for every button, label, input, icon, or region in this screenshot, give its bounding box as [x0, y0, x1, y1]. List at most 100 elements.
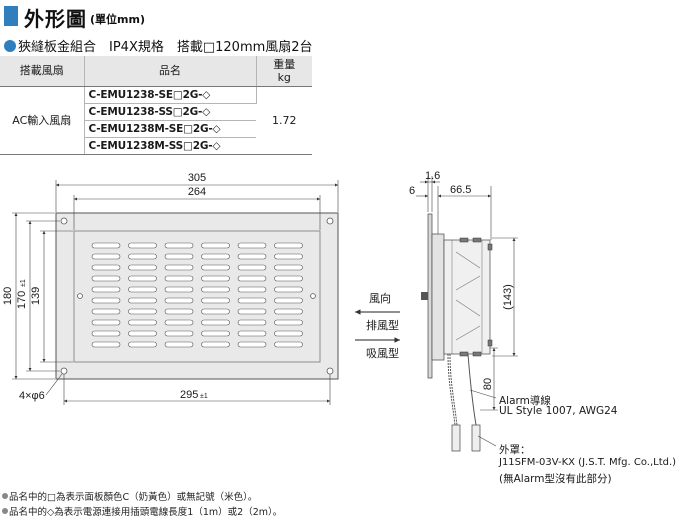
vent-slot — [201, 319, 230, 326]
vent-slot — [128, 341, 157, 348]
vent-slot — [128, 264, 157, 271]
dim-170: 170 — [16, 291, 28, 309]
vent-slot — [164, 319, 194, 326]
vent-slot — [91, 253, 121, 260]
vent-slot — [164, 253, 194, 260]
table-header-row: 搭載風扇 品名 重量 kg — [0, 56, 312, 87]
vent-slot — [91, 264, 121, 271]
subtitle-text: 狹縫板金組合 IP4X規格 搭載□120mm風扇2台 — [18, 40, 313, 55]
vent-slot — [128, 308, 157, 315]
vent-slot — [201, 242, 230, 249]
vent-slot — [201, 286, 230, 293]
vent-slot — [201, 264, 230, 271]
vent-slots — [91, 242, 303, 348]
vent-slot — [274, 264, 303, 271]
vent-slot — [237, 264, 267, 271]
airflow-exhaust: 排風型 — [366, 318, 399, 332]
vent-slot — [237, 242, 267, 249]
vent-slot — [164, 242, 194, 249]
note-text: 品名中的◇為表示電源連接用插頭電線長度1（1m）或2（2m）。 — [9, 507, 283, 518]
dim-295: 295 — [180, 389, 198, 401]
vent-slot — [91, 275, 121, 282]
airflow-intake: 吸風型 — [366, 346, 399, 360]
header-fan: 搭載風扇 — [0, 56, 85, 87]
vent-slot — [128, 330, 157, 337]
table-row: C-EMU1238-SS□2G-◇ — [0, 103, 312, 121]
note-panel-color: 品名中的□為表示面板顏色C（奶黃色）或無記號（米色）。 — [2, 489, 257, 503]
vent-slot — [164, 308, 194, 315]
vent-slot — [201, 341, 230, 348]
vent-slot — [128, 286, 157, 293]
vent-slot — [164, 297, 194, 304]
vent-slot — [237, 275, 267, 282]
dim-139: 139 — [30, 287, 42, 305]
vent-slot — [274, 308, 303, 315]
subtitle: 狹縫板金組合 IP4X規格 搭載□120mm風扇2台 — [4, 36, 313, 55]
vent-slot — [164, 264, 194, 271]
vent-slot — [164, 341, 194, 348]
vent-slot — [237, 319, 267, 326]
housing-title: 外罩： — [499, 444, 531, 456]
vent-slot — [164, 286, 194, 293]
note-text: 品名中的□為表示面板顏色C（奶黃色）或無記號（米色）。 — [9, 492, 258, 503]
vent-slot — [274, 341, 303, 348]
vent-slot — [164, 275, 194, 282]
vent-slot — [128, 275, 157, 282]
bullet-icon — [4, 40, 16, 52]
vent-slot — [201, 297, 230, 304]
front-view — [55, 212, 339, 380]
dim-6: 6 — [409, 185, 415, 197]
title-bar: 外形圖 (單位mm) — [0, 2, 688, 31]
dim-66-5: 66.5 — [450, 184, 471, 196]
dim-1-6: 1.6 — [425, 170, 440, 182]
vent-slot — [91, 319, 121, 326]
title-marker-icon — [4, 6, 18, 26]
vent-slot — [128, 319, 157, 326]
holes-label: 4×φ6 — [19, 390, 45, 402]
header-model: 品名 — [84, 56, 257, 87]
page-title: 外形圖 — [24, 7, 87, 31]
side-view: 1.6 6 66.5 (143) 80 — [409, 170, 518, 452]
dim-264: 264 — [188, 186, 206, 198]
vent-slot — [237, 297, 267, 304]
model-cell: C-EMU1238M-SS□2G-◇ — [84, 137, 256, 155]
airflow-arrows — [355, 309, 400, 343]
vent-slot — [237, 341, 267, 348]
vent-slot — [201, 275, 230, 282]
vent-slot — [128, 242, 157, 249]
table-row: C-EMU1238M-SS□2G-◇ — [0, 137, 312, 155]
table-row: C-EMU1238M-SE□2G-◇ — [0, 120, 312, 138]
housing-spec: J11SFM-03V-KX (J.S.T. Mfg. Co.,Ltd.) — [499, 457, 677, 468]
alarm-wire-spec: UL Style 1007, AWG24 — [499, 405, 618, 417]
bullet-icon — [2, 493, 8, 499]
dim-295-tol: ±1 — [200, 393, 208, 400]
model-cell: C-EMU1238M-SE□2G-◇ — [84, 120, 256, 138]
vent-slot — [237, 308, 267, 315]
dim-305: 305 — [188, 172, 206, 184]
dim-180: 180 — [2, 287, 14, 305]
vent-slot — [201, 330, 230, 337]
note-cable-length: 品名中的◇為表示電源連接用插頭電線長度1（1m）或2（2m）。 — [2, 504, 282, 518]
vent-slot — [91, 341, 121, 348]
vent-slot — [201, 308, 230, 315]
table-row: AC輸入風扇 C-EMU1238-SE□2G-◇ 1.72 — [0, 86, 312, 155]
vent-slot — [91, 308, 121, 315]
housing-note: (無Alarm型沒有此部分) — [499, 473, 612, 485]
header-weight: 重量 kg — [256, 56, 312, 87]
airflow-title: 風向 — [369, 291, 391, 305]
bullet-icon — [2, 508, 8, 514]
alarm-wire-label: Alarm導線 — [499, 395, 551, 407]
vent-slot — [128, 297, 157, 304]
dim-80: 80 — [482, 378, 494, 390]
model-cell: C-EMU1238-SE□2G-◇ — [84, 86, 257, 104]
vent-slot — [237, 253, 267, 260]
vent-slot — [274, 297, 303, 304]
unit-label: (單位mm) — [90, 13, 145, 26]
vent-slot — [274, 275, 303, 282]
vent-slot — [237, 286, 267, 293]
fan-cell: AC輸入風扇 — [0, 86, 85, 155]
vent-slot — [128, 253, 157, 260]
vent-slot — [91, 330, 121, 337]
vent-slot — [91, 286, 121, 293]
dim-143: (143) — [502, 284, 514, 310]
